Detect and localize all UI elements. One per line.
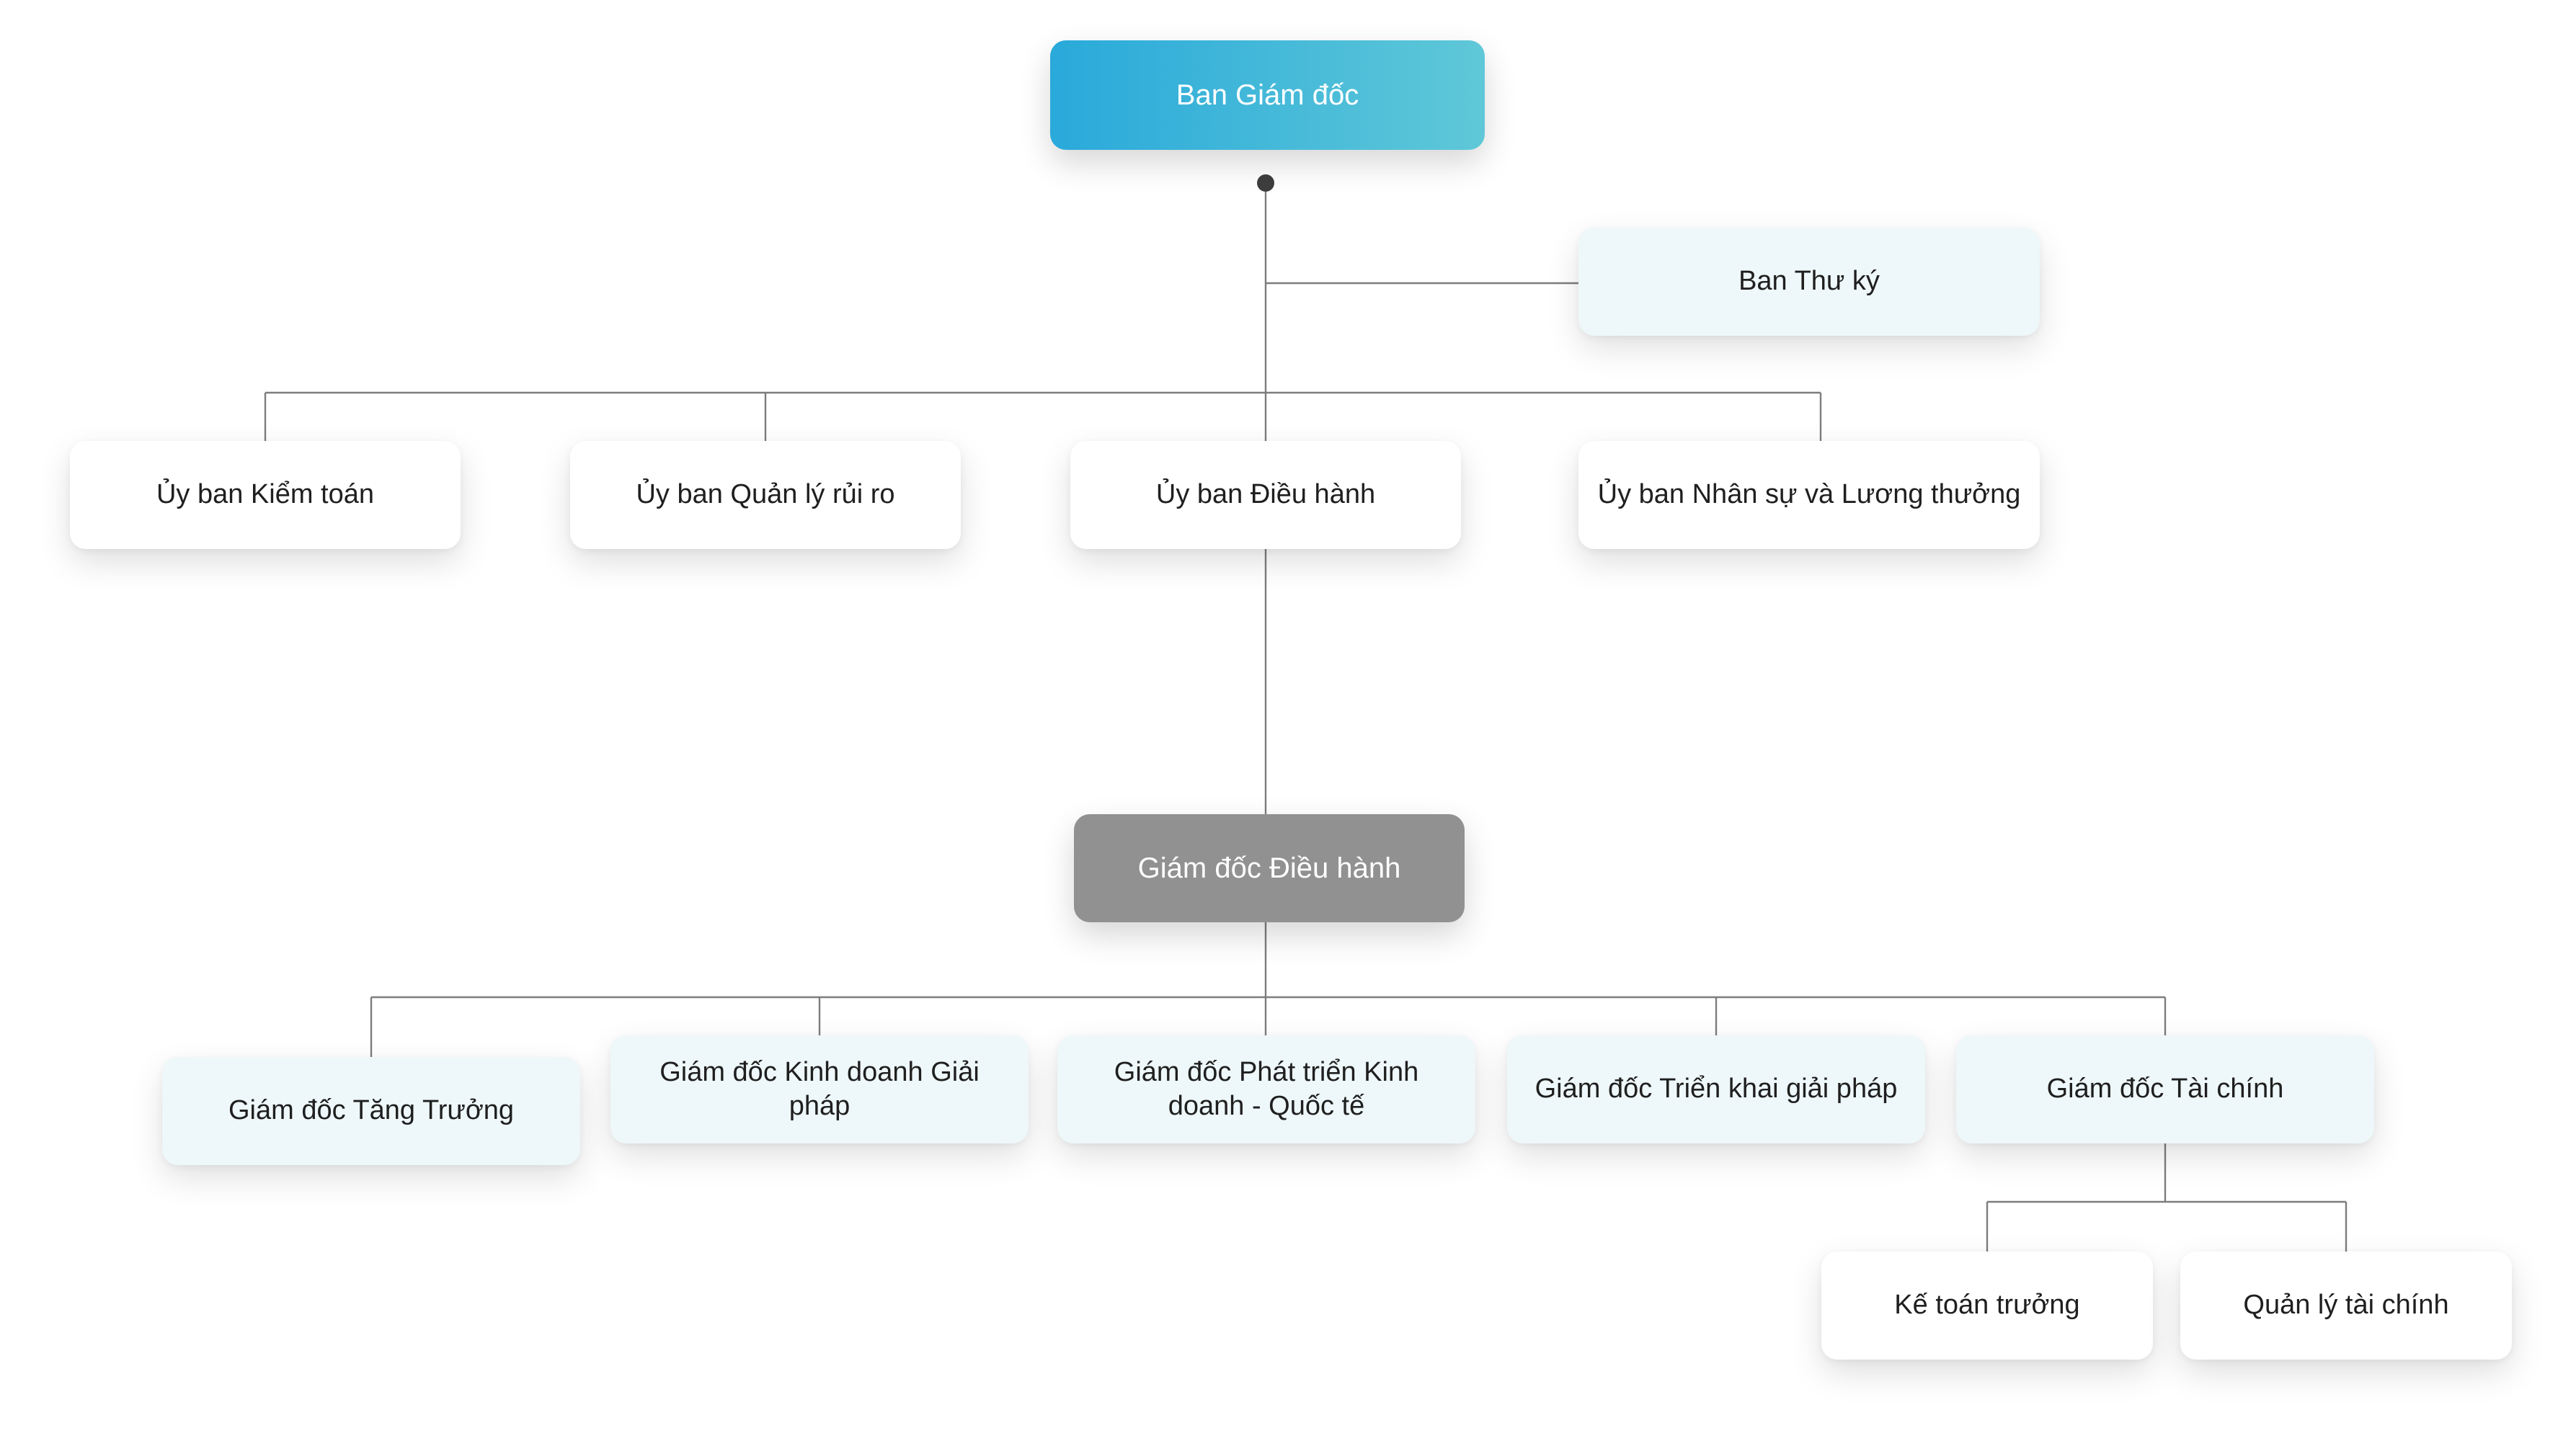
director-solution-sales-label: Giám đốc Kinh doanh Giải pháp <box>659 1056 980 1122</box>
connector-anchor-dot <box>1257 174 1274 192</box>
secretariat-node[interactable]: Ban Thư ký <box>1578 228 2040 336</box>
chief-accountant-label: Kế toán trưởng <box>1894 1290 2080 1321</box>
director-international-bd-label: Giám đốc Phát triển Kinh doanh - Quốc tế <box>1114 1056 1419 1122</box>
director-solution-deployment-node[interactable]: Giám đốc Triển khai giải pháp <box>1507 1035 1925 1143</box>
financial-manager-node[interactable]: Quản lý tài chính <box>2180 1252 2512 1360</box>
chief-accountant-node[interactable]: Kế toán trưởng <box>1821 1252 2153 1360</box>
director-growth-node[interactable]: Giám đốc Tăng Trưởng <box>162 1057 580 1165</box>
hr-compensation-committee-label: Ủy ban Nhân sự và Lương thưởng <box>1597 479 2021 510</box>
executive-committee-node[interactable]: Ủy ban Điều hành <box>1070 441 1461 549</box>
director-solution-deployment-label: Giám đốc Triển khai giải pháp <box>1535 1074 1898 1105</box>
financial-manager-label: Quản lý tài chính <box>2243 1290 2449 1321</box>
audit-committee-label: Ủy ban Kiểm toán <box>156 479 375 510</box>
risk-committee-node[interactable]: Ủy ban Quản lý rủi ro <box>570 441 961 549</box>
director-finance-node[interactable]: Giám đốc Tài chính <box>1956 1035 2374 1143</box>
risk-committee-label: Ủy ban Quản lý rủi ro <box>636 479 895 510</box>
audit-committee-node[interactable]: Ủy ban Kiểm toán <box>70 441 461 549</box>
hr-compensation-committee-node[interactable]: Ủy ban Nhân sự và Lương thưởng <box>1578 441 2040 549</box>
director-finance-label: Giám đốc Tài chính <box>2046 1074 2284 1105</box>
ceo-label: Giám đốc Điều hành <box>1137 852 1401 884</box>
secretariat-label: Ban Thư ký <box>1738 266 1880 297</box>
director-solution-sales-node[interactable]: Giám đốc Kinh doanh Giải pháp <box>610 1035 1029 1143</box>
executive-committee-label: Ủy ban Điều hành <box>1155 479 1376 510</box>
board-of-directors-label: Ban Giám đốc <box>1176 79 1359 111</box>
director-international-bd-node[interactable]: Giám đốc Phát triển Kinh doanh - Quốc tế <box>1057 1035 1475 1143</box>
ceo-node[interactable]: Giám đốc Điều hành <box>1074 814 1465 922</box>
director-growth-label: Giám đốc Tăng Trưởng <box>228 1095 515 1126</box>
board-of-directors-node[interactable]: Ban Giám đốc <box>1050 40 1485 150</box>
